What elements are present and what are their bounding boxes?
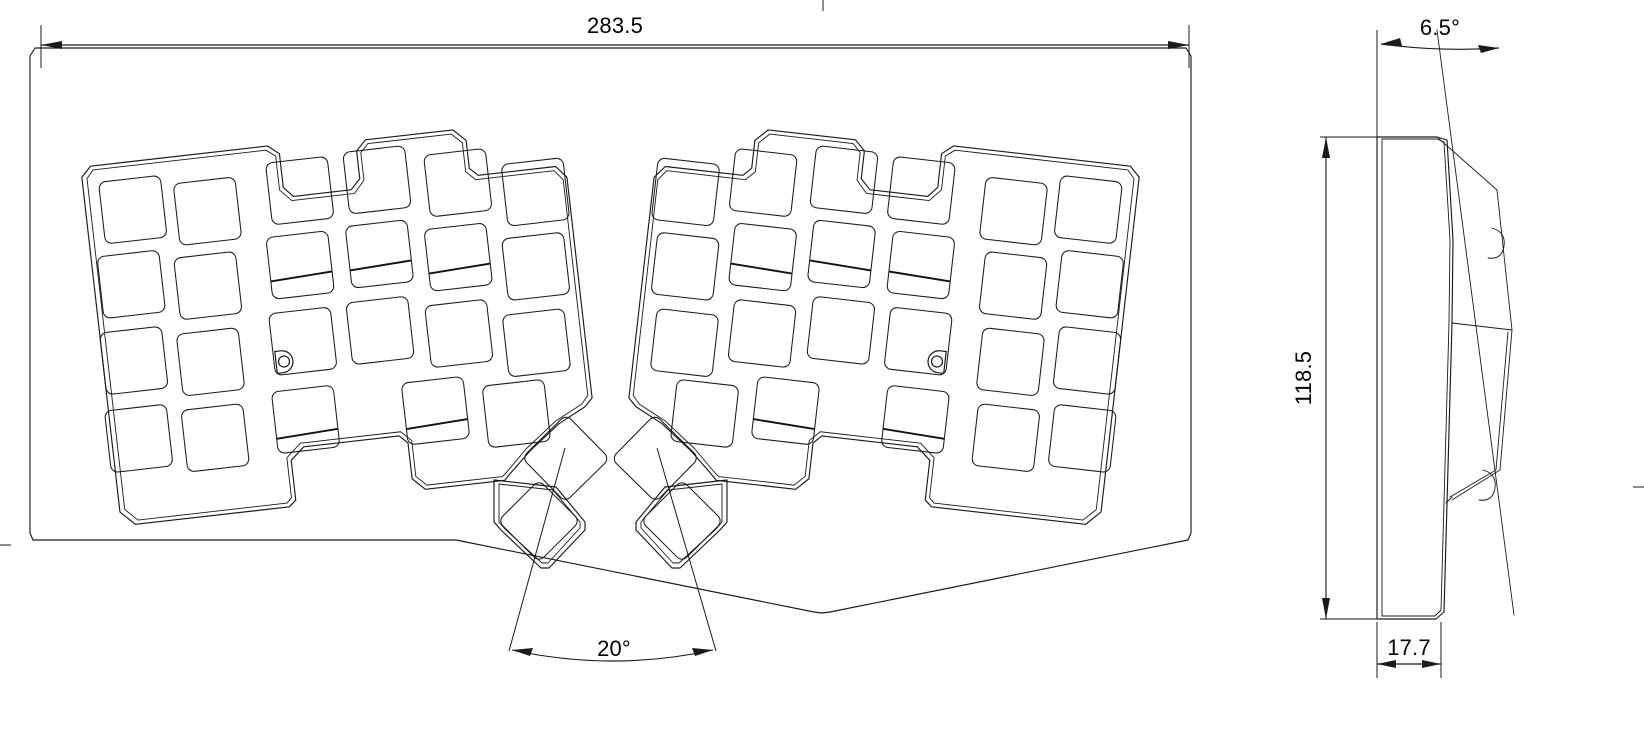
thumb-key-cluster [524, 416, 608, 500]
right-half-plate-outline [628, 129, 1140, 525]
split-angle-dimension-label: 20° [597, 636, 631, 661]
side-view: 6.5° 118.5 17.7 [1291, 15, 1644, 678]
side-profile-outline [1376, 29, 1515, 620]
case-depth-dimension: 17.7 [1376, 622, 1442, 678]
top-view: 283.5 20° [0, 0, 1192, 662]
key-row-1 [651, 145, 1123, 246]
screw-boss [274, 350, 294, 375]
key-row-4 [104, 376, 551, 473]
overall-height-dimension-label: 118.5 [1291, 351, 1316, 405]
left-half-plate-outline [81, 129, 593, 525]
tent-angle-dimension: 6.5° [1380, 15, 1500, 53]
overall-width-dimension: 283.5 [40, 13, 1190, 68]
right-thumb-lobe [635, 479, 728, 569]
overall-width-dimension-label: 283.5 [587, 13, 643, 38]
split-angle-dimension: 20° [508, 447, 717, 662]
key-row-3 [99, 296, 571, 396]
key-row-1 [98, 145, 570, 246]
thumb-key-cluster [613, 416, 697, 500]
side-detail-bump-lower [1478, 469, 1496, 501]
side-detail-bump-upper [1487, 227, 1505, 259]
screw-boss [927, 350, 947, 375]
key-row-2 [651, 219, 1124, 320]
key-row-4 [670, 376, 1117, 473]
left-half [81, 129, 608, 525]
overall-height-dimension: 118.5 [1291, 136, 1383, 620]
case-outer-shell [29, 47, 1192, 614]
left-thumb-lobe [493, 479, 586, 569]
side-detail-notch [1445, 496, 1453, 504]
tent-angle-dimension-label: 6.5° [1420, 15, 1460, 40]
case-depth-dimension-label: 17.7 [1387, 635, 1431, 660]
key-row-3 [650, 296, 1122, 396]
key-row-2 [97, 219, 570, 320]
right-half [613, 129, 1140, 525]
